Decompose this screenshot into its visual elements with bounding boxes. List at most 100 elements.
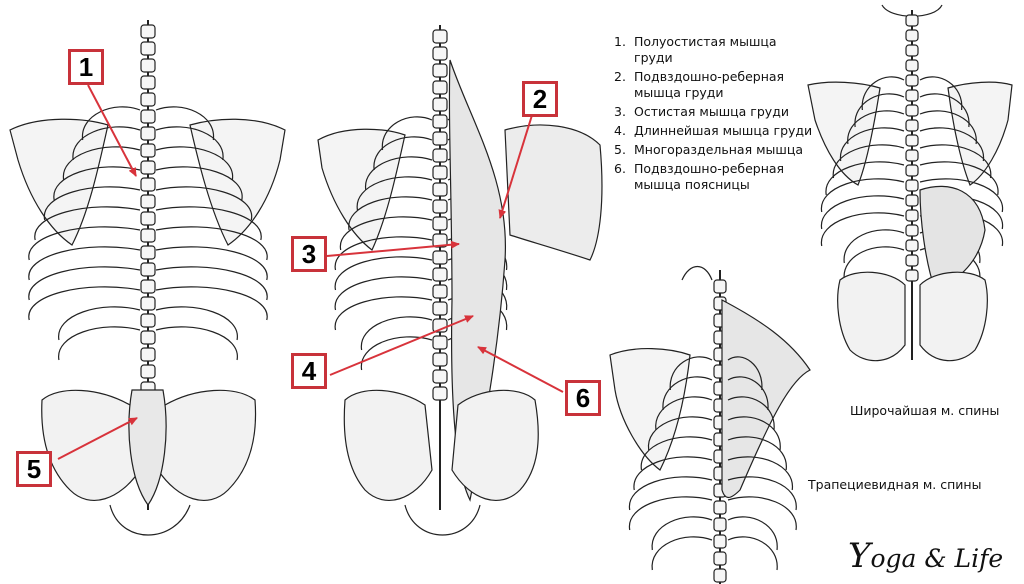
rib — [43, 186, 141, 221]
vertebra — [140, 245, 156, 260]
rib — [662, 376, 713, 411]
rib — [155, 166, 243, 201]
rib — [365, 156, 433, 191]
rib — [82, 106, 141, 141]
vertebra — [432, 46, 448, 61]
vertebra — [432, 267, 448, 282]
rib — [832, 144, 905, 179]
rib — [155, 286, 268, 321]
scapula-mid-l — [317, 128, 406, 251]
rib — [339, 216, 433, 251]
rib — [72, 126, 141, 161]
arrow-1 — [87, 84, 137, 177]
rib — [334, 256, 433, 291]
rib — [821, 178, 905, 213]
rib — [155, 206, 262, 241]
vertebra — [432, 301, 448, 316]
legend-item: 2.Подвздошно-реберная мышца груди — [614, 69, 785, 100]
vertebra — [905, 29, 919, 42]
rib — [825, 161, 905, 196]
vertebra — [713, 534, 727, 549]
vertebra — [140, 262, 156, 277]
rib — [155, 146, 233, 181]
muscle-legend: 1.Полуостистая мышца груди 2.Подвздошно-… — [614, 34, 814, 196]
vertebra — [140, 109, 156, 124]
trapezius-muscle — [721, 299, 811, 499]
vertebra — [140, 194, 156, 209]
rib — [727, 476, 797, 511]
rib — [727, 516, 778, 551]
vertebra — [905, 149, 919, 162]
spine-left — [140, 20, 156, 510]
vertebra — [432, 199, 448, 214]
vertebra — [905, 119, 919, 132]
vertebra — [905, 59, 919, 72]
rib — [334, 236, 433, 271]
rib — [919, 110, 977, 145]
rib — [727, 376, 769, 411]
vertebra — [713, 279, 727, 294]
rib — [348, 196, 433, 231]
vertebra — [432, 148, 448, 163]
rib — [28, 226, 141, 261]
rib — [334, 296, 433, 331]
vertebra — [905, 104, 919, 117]
vertebra — [905, 194, 919, 207]
pelvis-middle — [343, 389, 539, 501]
legend-item: 5.Многораздельная мышца — [614, 142, 803, 157]
scapula-left-l — [9, 118, 109, 246]
vertebra — [140, 347, 156, 362]
rib — [919, 76, 963, 111]
callout-4: 4 — [291, 353, 327, 389]
spine-middle — [432, 25, 448, 510]
vertebra — [140, 228, 156, 243]
vertebra — [905, 224, 919, 237]
vertebra — [432, 386, 448, 401]
vertebra — [432, 29, 448, 44]
rib — [63, 146, 141, 181]
vertebra — [905, 179, 919, 192]
legend-item: 6.Подвздошно-реберная мышца поясницы — [614, 161, 785, 192]
rib — [155, 246, 268, 281]
rib — [648, 416, 713, 451]
callout-6: 6 — [565, 380, 601, 416]
rib — [861, 76, 905, 111]
latissimus-muscle — [919, 185, 986, 291]
rib — [360, 336, 433, 371]
rib — [28, 266, 141, 301]
rib — [640, 436, 713, 471]
vertebra — [713, 568, 727, 583]
vertebra — [140, 296, 156, 311]
rib — [155, 226, 268, 261]
vertebra — [713, 517, 727, 532]
vertebra — [140, 279, 156, 294]
rib — [34, 206, 141, 241]
vertebra — [432, 80, 448, 95]
rib — [727, 356, 763, 391]
rib — [847, 110, 905, 145]
vertebra — [140, 330, 156, 345]
vertebra — [432, 335, 448, 350]
vertebra — [140, 24, 156, 39]
rib — [727, 436, 787, 471]
vertebra — [432, 114, 448, 129]
rib — [821, 195, 905, 230]
rib — [53, 166, 141, 201]
rib — [334, 276, 433, 311]
vertebra — [905, 134, 919, 147]
vertebra — [905, 44, 919, 57]
erector-muscle — [448, 59, 507, 502]
vertebra — [140, 160, 156, 175]
vertebra — [140, 313, 156, 328]
skeleton-trapezius — [609, 265, 811, 584]
vertebra — [905, 254, 919, 267]
rib — [58, 306, 141, 341]
vertebra — [140, 143, 156, 158]
callout-5: 5 — [16, 451, 52, 487]
vertebra — [140, 75, 156, 90]
rib — [919, 178, 1003, 213]
rib — [356, 176, 433, 211]
vertebra — [905, 269, 919, 282]
callout-2: 2 — [522, 81, 558, 117]
